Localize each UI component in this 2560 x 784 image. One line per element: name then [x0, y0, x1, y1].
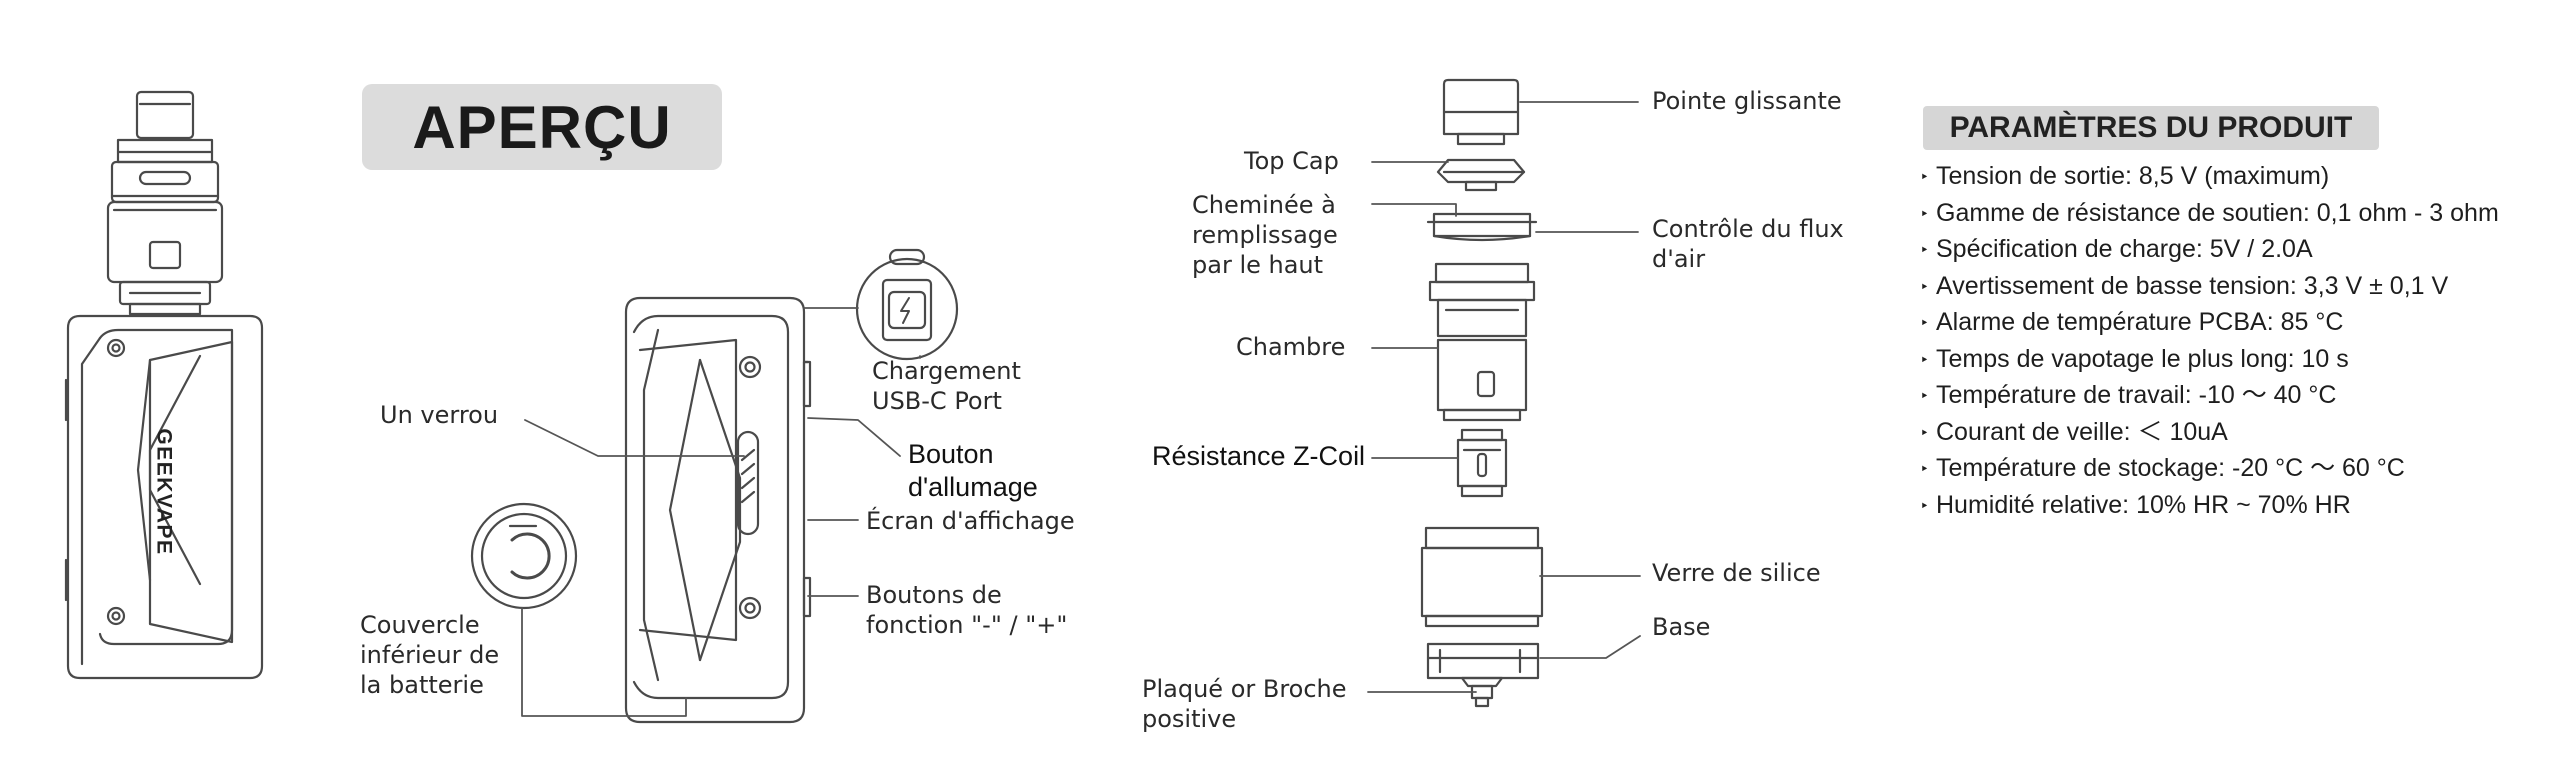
display-label: Écran d'affichage [866, 507, 1075, 535]
pin-label: Plaqué or Broche positive [1142, 675, 1347, 733]
param-item: ‣Temps de vapotage le plus long: 10 s [1920, 344, 2349, 373]
airflow-label: Contrôle du flux d'air [1652, 215, 1844, 273]
overview-title: APERÇU [412, 93, 672, 161]
function-buttons-label: Boutons de fonction "-" / "+" [866, 581, 1068, 639]
drip-tip-label: Pointe glissante [1652, 87, 1842, 115]
param-item: ‣Gamme de résistance de soutien: 0,1 ohm… [1920, 198, 2499, 227]
param-item: ‣Alarme de température PCBA: 85 °C [1920, 308, 2344, 336]
coil-label: Résistance Z-Coil [1152, 441, 1366, 471]
base-label: Base [1652, 613, 1711, 641]
param-item: ‣Spécification de charge: 5V / 2.0A [1920, 235, 2313, 263]
lock-label: Un verrou [380, 401, 499, 429]
param-item: ‣Courant de veille: ＜ 10uA [1920, 417, 2228, 446]
top-cap-label: Top Cap [1244, 147, 1339, 175]
overview-banner: APERÇU [362, 84, 722, 170]
full-device-drawing [64, 90, 264, 680]
leader-lines [521, 101, 1641, 717]
chamber-label: Chambre [1236, 333, 1346, 361]
param-item: ‣Avertissement de basse tension: 3,3 V ±… [1920, 271, 2449, 300]
glass-label: Verre de silice [1652, 559, 1821, 587]
param-item: ‣Température de stockage: -20 °C ～ 60 °C [1920, 454, 2405, 482]
params-title: PARAMÈTRES DU PRODUIT [1949, 111, 2353, 144]
device-brand-label: GEEKVAPE [152, 428, 176, 556]
params-list: ‣Tension de sortie: 8,5 V (maximum) ‣Gam… [1920, 159, 2499, 524]
param-item: ‣Humidité relative: 10% HR ~ 70% HR [1920, 490, 2351, 519]
params-header: PARAMÈTRES DU PRODUIT [1923, 106, 2379, 150]
param-item: ‣Tension de sortie: 8,5 V (maximum) [1920, 162, 2330, 190]
mod-drawing [470, 248, 959, 724]
tank-exploded-drawing [1420, 78, 1544, 708]
top-fill-label: Cheminée à remplissage par le haut [1192, 191, 1338, 279]
power-button-label: Bouton d'allumage [908, 439, 1038, 502]
charging-label: Chargement USB-C Port [872, 357, 1021, 415]
param-item: ‣Température de travail: -10 ～ 40 °C [1920, 381, 2337, 409]
battery-cover-label: Couvercle inférieur de la batterie [360, 611, 500, 699]
